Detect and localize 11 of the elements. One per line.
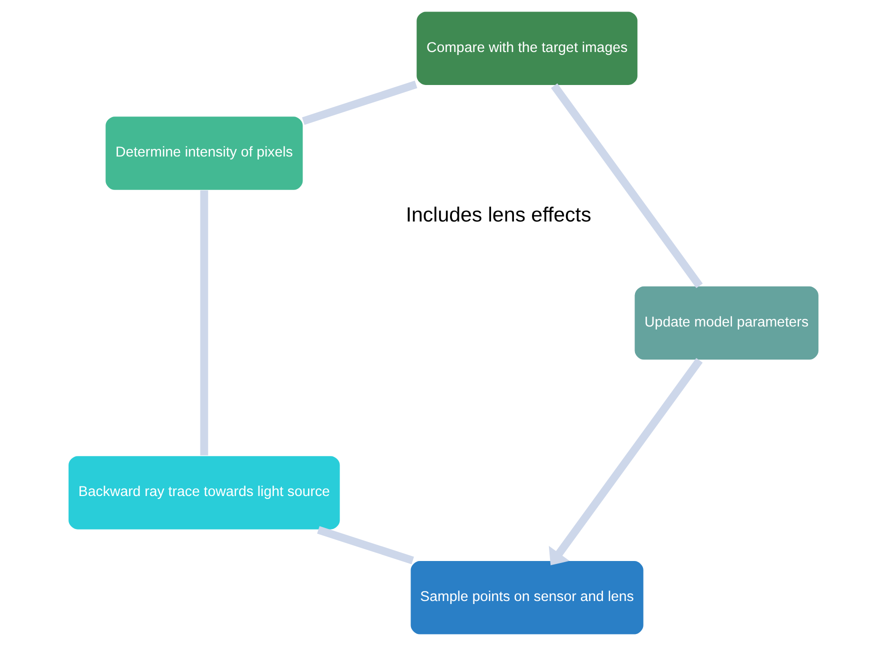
label: Includes lens effects xyxy=(406,204,592,227)
node-box: Determine intensity of pixels xyxy=(104,116,304,191)
node-box: Backward ray trace towards light source xyxy=(68,455,341,530)
connector xyxy=(550,83,703,288)
node-box: Compare with the target images xyxy=(416,10,638,86)
connector xyxy=(317,526,414,564)
node-box: Sample points on sensor and lens xyxy=(410,560,644,636)
connector xyxy=(200,190,208,456)
connector xyxy=(302,80,418,125)
node-box: Update model parameters xyxy=(634,286,820,360)
arrow xyxy=(548,358,703,566)
